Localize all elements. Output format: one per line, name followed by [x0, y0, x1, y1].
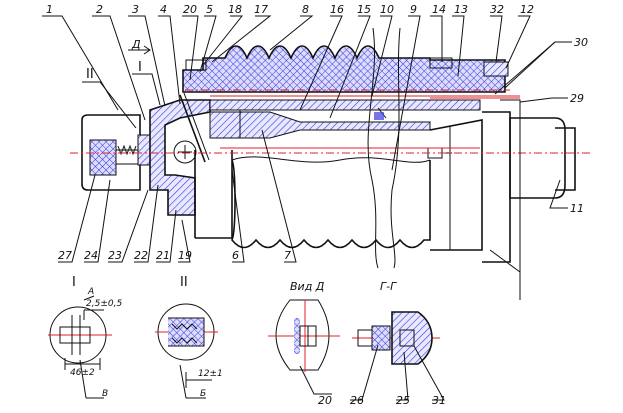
callout-label: 16	[330, 3, 344, 16]
callout-label: 29	[570, 92, 584, 105]
callout-label: 27	[58, 249, 72, 262]
main-assembly	[70, 27, 590, 300]
callout-label: 5	[206, 3, 213, 16]
callout-label: 20	[183, 3, 197, 16]
callout-label: 7	[284, 249, 291, 262]
section-gg	[350, 311, 445, 401]
callout-label: 23	[108, 249, 122, 262]
detail-1	[48, 295, 112, 399]
callout-label: 10	[380, 3, 394, 16]
detail-2	[155, 303, 218, 399]
leader-lines	[42, 15, 572, 263]
callout-label: 20	[318, 394, 332, 407]
callout-label: 9	[410, 3, 417, 16]
callout-label: 12	[520, 3, 534, 16]
detail-label: B	[102, 389, 108, 399]
upper-housing	[182, 45, 509, 93]
callout-label: 4	[160, 3, 167, 16]
view-d	[268, 299, 340, 395]
detail-label: Б	[200, 389, 206, 399]
callout-label: 30	[574, 36, 588, 49]
view-title: Вид Д	[290, 280, 325, 293]
callout-label: 19	[178, 249, 192, 262]
callout-label: 21	[156, 249, 170, 262]
callout-label: 1	[46, 3, 53, 16]
callout-label: 22	[134, 249, 148, 262]
detail-markers	[82, 45, 161, 129]
callout-label: 8	[302, 3, 309, 16]
dimension-label: 2,5±0,5	[86, 299, 122, 309]
callout-label: 2	[96, 3, 103, 16]
callout-label: 14	[432, 3, 446, 16]
callout-label: 26	[350, 394, 364, 407]
callout-label: 6	[232, 249, 239, 262]
roman-label: I	[138, 60, 142, 75]
callout-label: 17	[254, 3, 268, 16]
callout-labels: 1 2 3 4 20 5 18 17 8 16 15 10 9 14 13 32…	[46, 3, 588, 407]
callout-label: 18	[228, 3, 242, 16]
callout-label: 15	[357, 3, 371, 16]
view-marker: Д	[131, 38, 141, 51]
callout-label: 3	[132, 3, 139, 16]
detail-label: A	[87, 287, 94, 297]
callout-label: 25	[396, 394, 410, 407]
section-title: Г-Г	[380, 280, 397, 293]
end-cap	[81, 114, 153, 191]
cylinder-body	[194, 111, 576, 273]
callout-label: 11	[570, 202, 584, 215]
flange-housing	[149, 92, 211, 216]
callout-label: 24	[84, 249, 98, 262]
callout-label: 32	[490, 3, 504, 16]
dimension-label: 46±2	[70, 368, 95, 378]
detail-title: I	[72, 275, 76, 290]
callout-label: 31	[432, 394, 446, 407]
callout-label: 13	[454, 3, 468, 16]
inner-tube	[209, 99, 481, 139]
detail-title: II	[180, 275, 188, 290]
roman-label: II	[86, 67, 94, 82]
dimension-label: 12±1	[198, 369, 223, 379]
